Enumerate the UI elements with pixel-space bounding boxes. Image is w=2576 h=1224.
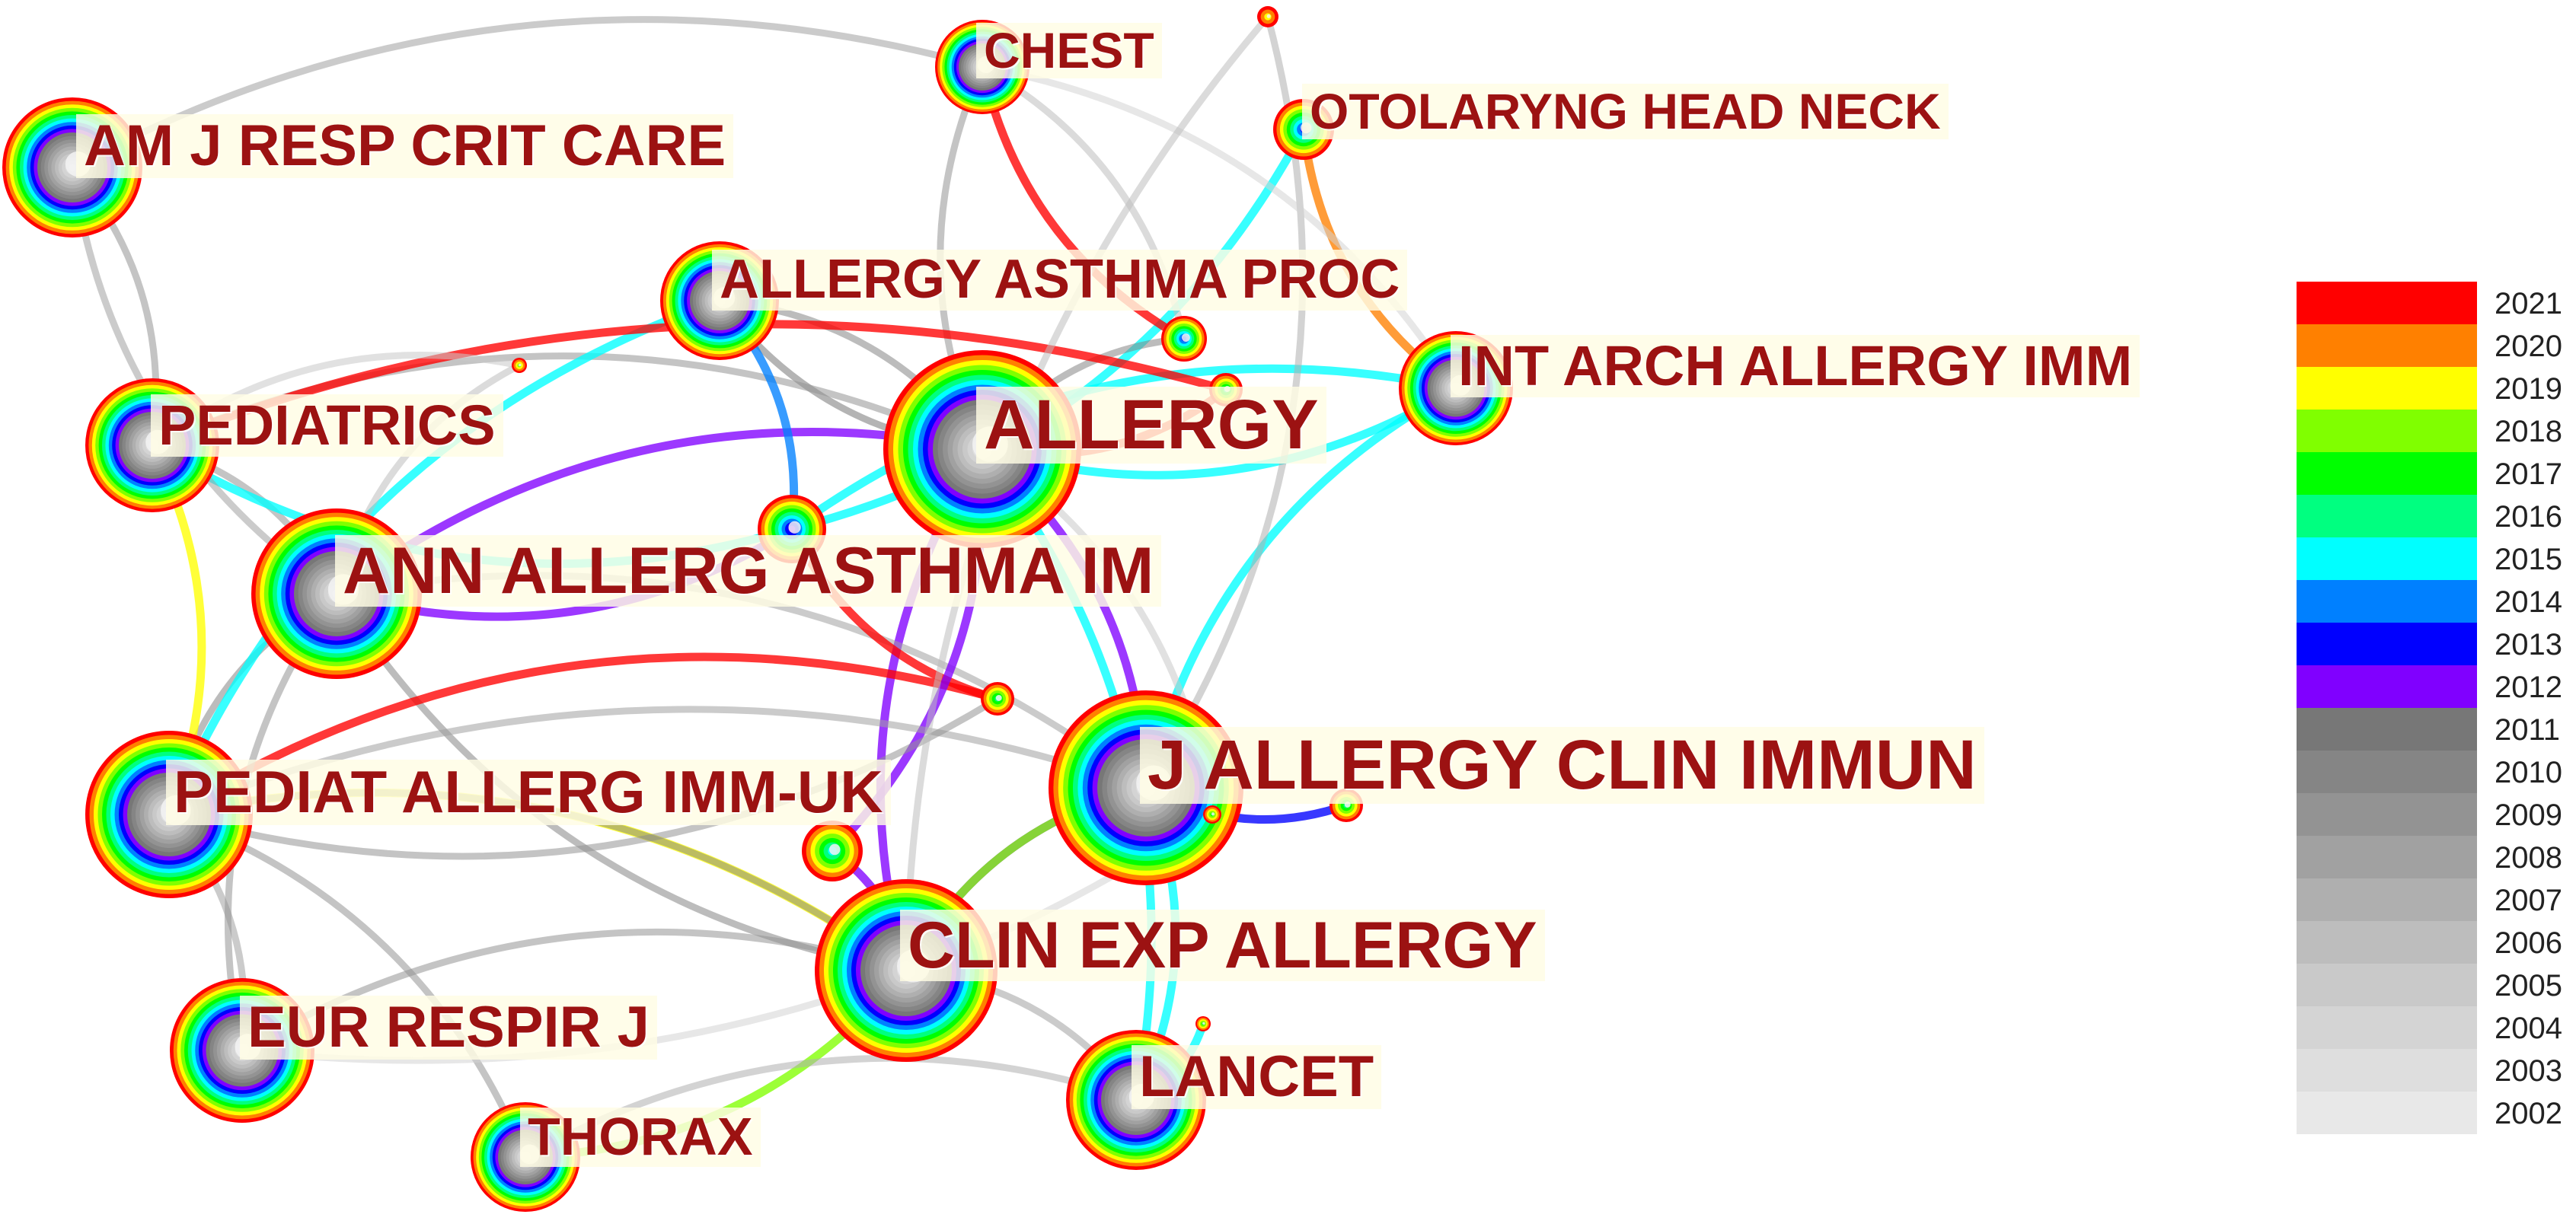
node-u9[interactable]	[1257, 6, 1278, 27]
legend-swatch	[2297, 580, 2477, 623]
legend-row-2002: 2002	[2297, 1092, 2562, 1134]
edge-allergy-asthma-proc-pediat-allerg-imm-uk	[164, 296, 724, 819]
edge-u1-int-arch-allergy-imm	[787, 364, 1460, 534]
legend-year-label: 2020	[2495, 330, 2562, 363]
legend-year-label: 2003	[2495, 1054, 2562, 1088]
legend-swatch	[2297, 878, 2477, 921]
legend-row-2003: 2003	[2297, 1049, 2562, 1092]
node-label-thorax: THORAX	[520, 1108, 761, 1167]
legend-year-label: 2014	[2495, 585, 2562, 619]
legend-year-label: 2005	[2495, 969, 2562, 1002]
node-core	[995, 694, 1002, 701]
legend-swatch	[2297, 751, 2477, 793]
legend-row-2016: 2016	[2297, 495, 2562, 537]
legend-swatch	[2297, 1092, 2477, 1134]
node-u8[interactable]	[512, 358, 527, 373]
node-label-pediat-allerg-imm-uk: PEDIAT ALLERG IMM-UK	[166, 760, 891, 825]
node-core	[1211, 812, 1215, 816]
legend-row-2021: 2021	[2297, 282, 2562, 324]
node-core	[1202, 1022, 1205, 1025]
legend-year-label: 2021	[2495, 287, 2562, 320]
legend-row-2008: 2008	[2297, 836, 2562, 878]
node-layer	[2, 6, 1513, 1212]
year-color-legend: 2021 2020 2019 2018 2017 2016 2015 2014 2013 2012…	[2297, 282, 2562, 1134]
legend-year-label: 2017	[2495, 457, 2562, 491]
legend-swatch	[2297, 495, 2477, 537]
legend-year-label: 2008	[2495, 841, 2562, 875]
legend-swatch	[2297, 537, 2477, 580]
legend-swatch	[2297, 1006, 2477, 1049]
node-core	[788, 521, 801, 534]
legend-swatch	[2297, 921, 2477, 964]
legend-row-2020: 2020	[2297, 324, 2562, 367]
legend-swatch	[2297, 793, 2477, 836]
legend-swatch	[2297, 1049, 2477, 1092]
legend-row-2014: 2014	[2297, 580, 2562, 623]
node-u4[interactable]	[802, 821, 863, 881]
node-label-allergy: ALLERGY	[976, 387, 1326, 464]
node-label-allergy-asthma-proc: ALLERGY ASTHMA PROC	[712, 250, 1408, 311]
legend-swatch	[2297, 367, 2477, 410]
legend-year-label: 2013	[2495, 628, 2562, 661]
legend-year-label: 2018	[2495, 415, 2562, 448]
legend-row-2009: 2009	[2297, 793, 2562, 836]
legend-row-2018: 2018	[2297, 410, 2562, 452]
legend-swatch	[2297, 836, 2477, 878]
legend-swatch	[2297, 708, 2477, 751]
node-label-ann-allerg-asthma-im: ANN ALLERG ASTHMA IM	[335, 535, 1162, 607]
legend-swatch	[2297, 665, 2477, 708]
legend-year-label: 2002	[2495, 1097, 2562, 1130]
node-label-pediatrics: PEDIATRICS	[151, 394, 503, 457]
node-label-eur-respir-j: EUR RESPIR J	[240, 996, 657, 1060]
legend-year-label: 2019	[2495, 372, 2562, 406]
legend-row-2011: 2011	[2297, 708, 2560, 751]
node-u6[interactable]	[1195, 1016, 1211, 1031]
legend-year-label: 2015	[2495, 543, 2562, 576]
node-label-lancet: LANCET	[1132, 1045, 1382, 1109]
legend-swatch	[2297, 964, 2477, 1006]
legend-row-2019: 2019	[2297, 367, 2562, 410]
legend-row-2013: 2013	[2297, 623, 2562, 665]
node-core	[829, 843, 841, 856]
legend-swatch	[2297, 452, 2477, 495]
edge-chest-int-arch-allergy-imm	[978, 63, 1460, 392]
legend-year-label: 2011	[2495, 713, 2561, 747]
node-label-chest: CHEST	[976, 23, 1162, 79]
node-label-clin-exp-allergy: CLIN EXP ALLERGY	[900, 910, 1545, 982]
legend-year-label: 2009	[2495, 798, 2562, 832]
edge-u2-chest	[978, 62, 1189, 343]
node-label-int-arch-allergy-imm: INT ARCH ALLERGY IMM	[1451, 335, 2140, 397]
legend-swatch	[2297, 623, 2477, 665]
node-core	[1266, 14, 1271, 18]
legend-row-2005: 2005	[2297, 964, 2562, 1006]
node-label-j-allergy-clin-immun: J ALLERGY CLIN IMMUN	[1140, 727, 1984, 804]
node-label-otolaryng-head-neck: OTOLARYNG HEAD NECK	[1302, 84, 1949, 140]
legend-year-label: 2016	[2495, 500, 2562, 534]
legend-year-label: 2006	[2495, 926, 2562, 960]
edge-am-j-resp-crit-care-chest	[69, 16, 986, 171]
legend-year-label: 2010	[2495, 756, 2562, 789]
legend-row-2004: 2004	[2297, 1006, 2562, 1049]
legend-row-2015: 2015	[2297, 537, 2562, 580]
edge-eur-respir-j-u10	[238, 811, 1216, 1064]
legend-year-label: 2012	[2495, 671, 2562, 704]
node-u2[interactable]	[1161, 316, 1207, 362]
node-core	[519, 363, 522, 367]
node-u5[interactable]	[981, 682, 1014, 716]
node-u10[interactable]	[1203, 805, 1221, 824]
legend-row-2006: 2006	[2297, 921, 2562, 964]
legend-year-label: 2007	[2495, 884, 2562, 917]
legend-row-2007: 2007	[2297, 878, 2562, 921]
legend-row-2010: 2010	[2297, 751, 2562, 793]
node-label-am-j-resp-crit-care: AM J RESP CRIT CARE	[76, 114, 734, 178]
edge-u5-pediat-allerg-imm-uk	[164, 652, 1002, 819]
legend-swatch	[2297, 324, 2477, 367]
legend-row-2017: 2017	[2297, 452, 2562, 495]
legend-swatch	[2297, 410, 2477, 452]
node-core	[1182, 333, 1190, 342]
edge-u1-otolaryng-head-neck	[787, 125, 1308, 534]
legend-swatch	[2297, 282, 2477, 324]
legend-row-2012: 2012	[2297, 665, 2562, 708]
legend-year-label: 2004	[2495, 1012, 2562, 1045]
